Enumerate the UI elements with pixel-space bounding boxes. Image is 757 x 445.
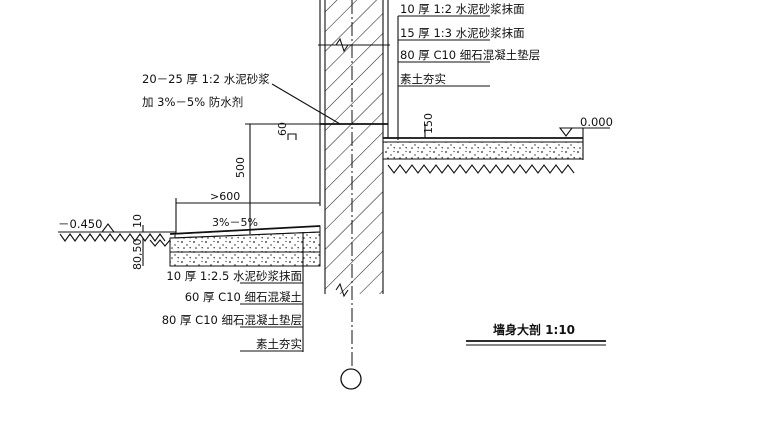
- dim-150: 150: [422, 113, 435, 134]
- dim-500: 500: [234, 157, 247, 178]
- left-layer-finish: 10 厚 1:2.5 水泥砂浆抹面: [166, 269, 302, 283]
- dim-slope: 3%－5%: [212, 216, 258, 229]
- outdoor-level-marker: －0.450: [58, 217, 115, 233]
- brick-wall: [318, 0, 390, 390]
- right-layer-mortar: 15 厚 1:3 水泥砂浆抹面: [400, 26, 525, 40]
- left-layer-callout: 10 厚 1:2.5 水泥砂浆抹面 60 厚 C10 细石混凝土 80 厚 C1…: [162, 232, 304, 352]
- left-layer-concrete: 60 厚 C10 细石混凝土: [185, 290, 302, 304]
- waterproof-line1: 20－25 厚 1:2 水泥砂浆: [142, 72, 270, 86]
- axis-circle: [340, 368, 362, 390]
- dim-80-50: 80,50: [131, 239, 144, 271]
- outdoor-level-text: －0.450: [58, 217, 102, 231]
- right-layer-callout: 10 厚 1:2 水泥砂浆抹面 15 厚 1:3 水泥砂浆抹面 80 厚 C10…: [397, 2, 540, 140]
- waterproof-callout: 20－25 厚 1:2 水泥砂浆 加 3%－5% 防水剂: [142, 72, 341, 125]
- drawing-title: 墙身大剖 1:10: [466, 322, 606, 346]
- left-layer-soil: 素土夯实: [256, 337, 302, 351]
- waterproof-line2: 加 3%－5% 防水剂: [142, 95, 243, 109]
- right-layer-cushion: 80 厚 C10 细石混凝土垫层: [400, 48, 540, 62]
- indoor-level-text: 0.000: [580, 115, 613, 129]
- indoor-floor: [382, 128, 584, 174]
- left-layer-cushion: 80 厚 C10 细石混凝土垫层: [162, 313, 302, 327]
- dim-10: 10: [131, 214, 144, 228]
- dimension-lines: 500 60 150 >600 3%－5% 10 80,50: [131, 113, 435, 270]
- title-text: 墙身大剖 1:10: [493, 322, 575, 337]
- right-layer-soil: 素土夯实: [400, 72, 446, 86]
- outdoor-apron: [59, 225, 321, 267]
- indoor-level-marker: 0.000: [558, 115, 613, 137]
- dim-60: 60: [276, 122, 289, 136]
- right-layer-finish: 10 厚 1:2 水泥砂浆抹面: [400, 2, 525, 16]
- dim-600: >600: [210, 190, 240, 203]
